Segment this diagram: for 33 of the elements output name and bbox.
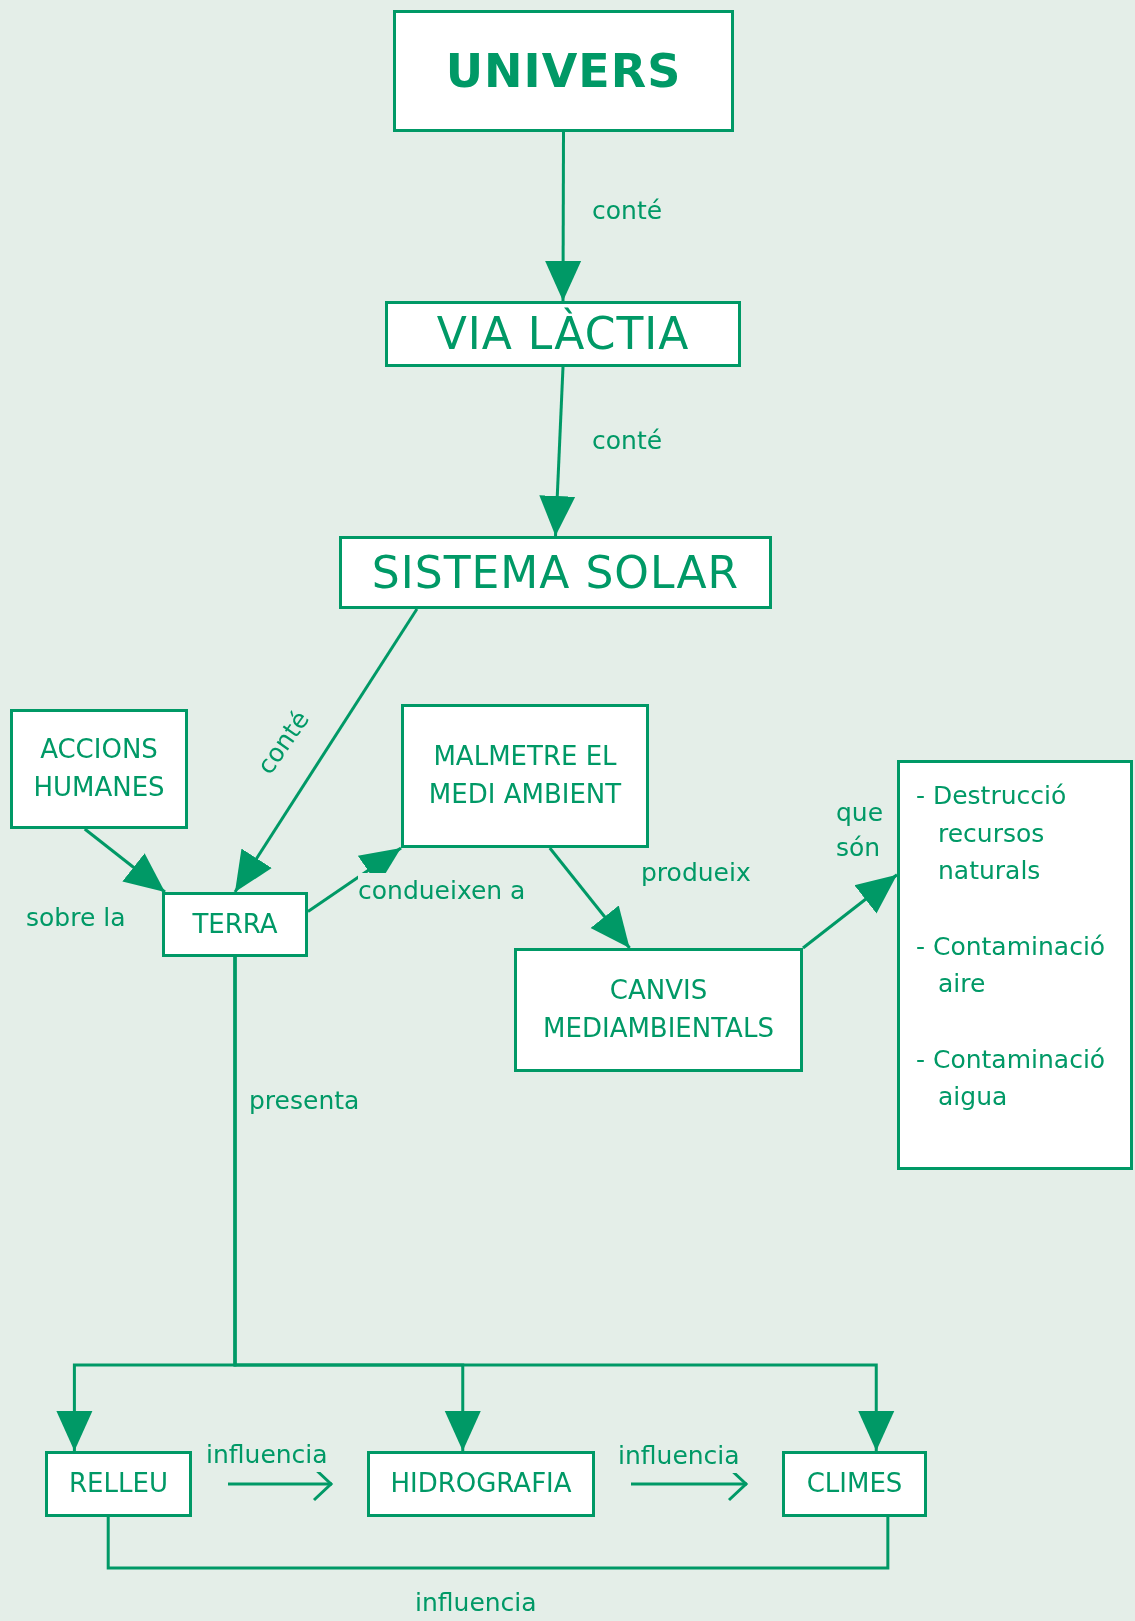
- concept-label: TERRA: [192, 907, 278, 941]
- concept-box: [782, 1451, 927, 1517]
- concept-box: [367, 1451, 595, 1517]
- concept-box: [393, 10, 734, 132]
- concept-label: CANVIS MEDIAMBIENTALS: [542, 974, 775, 1045]
- list-item: - Contaminació aire: [916, 930, 1107, 1000]
- concept-box: [339, 536, 772, 609]
- list-item: - Destrucció recursos naturals: [916, 780, 1068, 887]
- concept-box: [514, 948, 803, 1072]
- arrow: [233, 957, 895, 1451]
- list-item: - Contaminació aigua: [916, 1043, 1107, 1113]
- arrow: [548, 847, 631, 949]
- concept-box: [162, 892, 308, 957]
- concept-box: [385, 301, 741, 367]
- concept-label: HIDROGRAFIA: [390, 1467, 572, 1501]
- concept-label: VIA LÀCTIA: [436, 306, 690, 362]
- arrow: [802, 873, 898, 950]
- concept-label: MALMETRE EL MEDI AMBIENT: [427, 740, 623, 811]
- arrow: [307, 846, 402, 913]
- concept-label: RELLEU: [69, 1467, 168, 1501]
- concept-label: ACCIONS HUMANES: [32, 733, 166, 804]
- concept-label: CLIMES: [806, 1467, 903, 1501]
- concept-label: SISTEMA SOLAR: [371, 545, 740, 600]
- list-box: [897, 760, 1133, 1170]
- concept-label: UNIVERS: [445, 42, 682, 100]
- concept-box: [10, 709, 188, 829]
- arrow: [539, 366, 576, 537]
- concept-box: [401, 704, 649, 848]
- concept-box: [45, 1451, 192, 1517]
- arrow: [83, 827, 166, 894]
- arrow: [233, 608, 419, 893]
- arrow: [545, 132, 582, 301]
- bracket-connector: [106, 1517, 890, 1570]
